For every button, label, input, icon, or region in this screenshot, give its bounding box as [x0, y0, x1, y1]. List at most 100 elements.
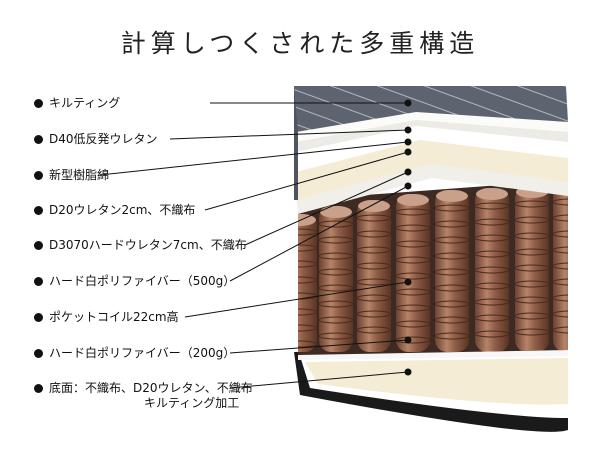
layer-label-d3070-hard-urethane: D3070ハードウレタン7cm、不織布: [34, 238, 247, 253]
coil-cap: [476, 188, 508, 200]
coil-ring: [395, 304, 431, 312]
coil-ring: [395, 272, 431, 280]
coil-ring: [298, 340, 318, 348]
coil-ring: [356, 230, 392, 238]
coil-ring: [552, 310, 568, 318]
coil-ring: [395, 336, 431, 344]
coil-ring: [474, 330, 510, 338]
pocket-coils: [298, 184, 568, 352]
coil-ring: [434, 252, 470, 260]
coil-ring: [552, 198, 568, 206]
coil-ring: [514, 248, 550, 256]
coil-ring: [356, 278, 392, 286]
coil-ring: [474, 250, 510, 258]
layer-label-fiber-200g: ハード白ポリファイバー（200g）: [34, 346, 235, 361]
bullet-dot: [34, 171, 43, 180]
coil-ring: [474, 202, 510, 210]
coil-ring: [474, 266, 510, 274]
bullet-dot: [34, 206, 43, 215]
coil-ring: [298, 228, 318, 236]
coil-ring: [395, 224, 431, 232]
coil-ring: [298, 324, 318, 332]
diagram-title: 計算しつくされた多重構造: [120, 29, 480, 58]
coil-ring: [395, 208, 431, 216]
coil-ring: [356, 262, 392, 270]
coil-ring: [434, 332, 470, 340]
coil-ring: [298, 244, 318, 252]
coil-ring: [298, 260, 318, 268]
coil-body: [357, 200, 391, 352]
coil-ring: [474, 282, 510, 290]
coil-ring: [514, 232, 550, 240]
coil-ring: [514, 328, 550, 336]
layer-label-pocket-coil: ポケットコイル22cm高: [34, 310, 179, 325]
coil-ring: [356, 246, 392, 254]
coil-ring: [298, 276, 318, 284]
coil-ring: [474, 234, 510, 242]
coil-body: [435, 190, 469, 352]
coil-ring: [434, 268, 470, 276]
leader-dots: [404, 99, 412, 376]
coil-ring: [318, 300, 354, 308]
coil-ring: [318, 284, 354, 292]
coil-ring: [514, 296, 550, 304]
coil-cap: [436, 190, 468, 202]
coil-ring: [552, 214, 568, 222]
coil-body: [475, 188, 509, 352]
coil-cap: [397, 194, 429, 206]
coil-ring: [318, 236, 354, 244]
fiber-500g-shape: [296, 160, 568, 214]
coil-ring: [474, 298, 510, 306]
coil-ring: [552, 230, 568, 238]
coil-ring: [514, 200, 550, 208]
coil-cap: [358, 200, 390, 212]
coil-ring: [474, 218, 510, 226]
coil-ring: [514, 216, 550, 224]
layer-label-quilting: キルティング: [34, 96, 120, 111]
coil-body: [515, 186, 549, 352]
coil-ring: [474, 314, 510, 322]
layer-label-resin-cotton: 新型樹脂綿: [34, 168, 109, 183]
coil-ring: [318, 316, 354, 324]
layer-label-bottom-line2: キルティング加工: [144, 396, 240, 410]
coil-ring: [552, 278, 568, 286]
coil-ring: [552, 294, 568, 302]
coil-cap: [320, 206, 352, 218]
coil-ring: [298, 308, 318, 316]
coil-ring: [434, 204, 470, 212]
coil-ring: [395, 320, 431, 328]
coil-ring: [434, 300, 470, 308]
bullet-dot: [34, 313, 43, 322]
coil-ring: [356, 214, 392, 222]
bullet-dot: [34, 384, 43, 393]
bullet-dot: [34, 349, 43, 358]
coil-ring: [434, 220, 470, 228]
leader-lines: [99, 102, 409, 389]
layer-label-d20-urethane: D20ウレタン2cm、不織布: [34, 203, 195, 218]
coil-ring: [514, 264, 550, 272]
coil-ring: [356, 310, 392, 318]
coil-ring: [356, 326, 392, 334]
coil-ring: [395, 288, 431, 296]
coil-ring: [552, 246, 568, 254]
coil-ring: [318, 252, 354, 260]
coil-ring: [552, 326, 568, 334]
bottom-cream-layer: [305, 358, 568, 405]
layer-label-d40-memory-foam: D40低反発ウレタン: [34, 132, 158, 147]
bullet-dot: [34, 241, 43, 250]
coil-ring: [514, 312, 550, 320]
coil-ring: [318, 268, 354, 276]
quilting-top-shape: [294, 86, 568, 132]
layer-label-fiber-500g: ハード白ポリファイバー（500g）: [34, 274, 235, 289]
coil-ring: [434, 236, 470, 244]
coil-ring: [318, 220, 354, 228]
coil-ring: [514, 280, 550, 288]
coil-ring: [318, 332, 354, 340]
coil-body: [553, 184, 568, 352]
bullet-dot: [34, 135, 43, 144]
coil-ring: [552, 262, 568, 270]
coil-ring: [434, 284, 470, 292]
coil-ring: [395, 256, 431, 264]
